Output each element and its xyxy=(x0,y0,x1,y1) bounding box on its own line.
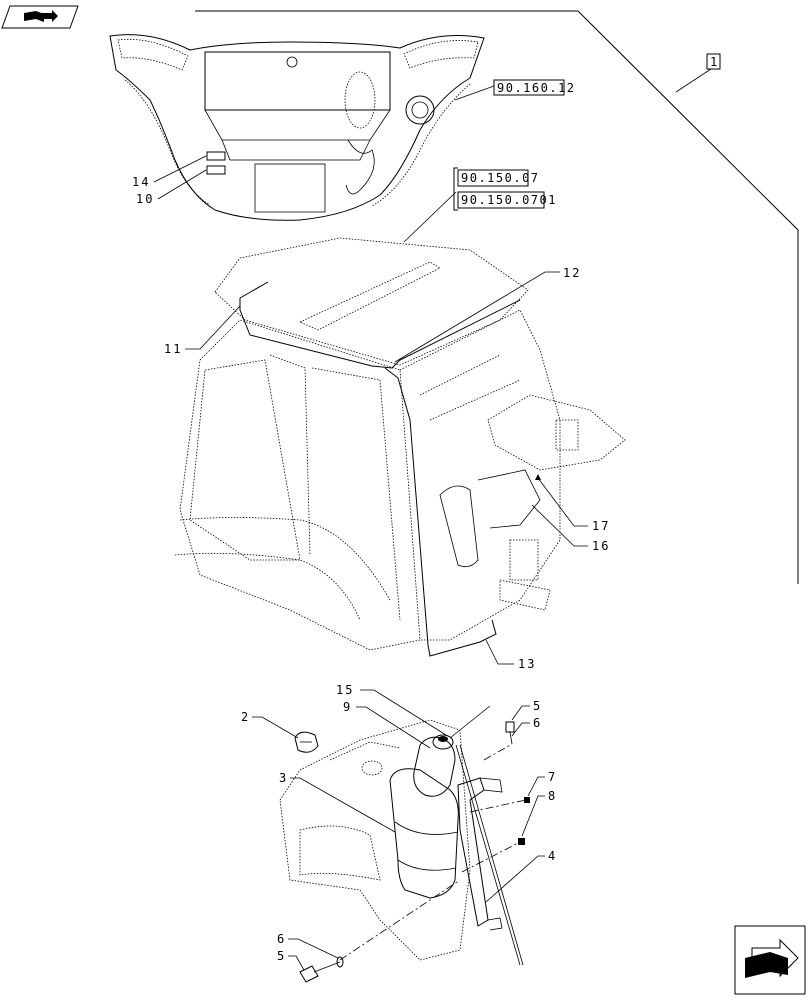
cab-assembly xyxy=(174,237,626,657)
callout-10[interactable]: 10 xyxy=(136,169,207,206)
callout-15[interactable]: 15 xyxy=(336,683,447,736)
svg-text:90.160.12: 90.160.12 xyxy=(497,81,576,95)
callout-2[interactable]: 2 xyxy=(241,710,299,739)
callout-12[interactable]: 12 xyxy=(394,266,581,363)
leader-1 xyxy=(195,10,799,584)
svg-text:1: 1 xyxy=(710,55,719,69)
svg-text:2: 2 xyxy=(241,710,250,724)
ref-dashboard[interactable]: 90.160.12 xyxy=(454,79,576,101)
svg-text:11: 11 xyxy=(164,342,182,356)
callout-1[interactable]: 1 xyxy=(706,53,721,70)
svg-text:5: 5 xyxy=(533,699,542,713)
callout-9[interactable]: 9 xyxy=(343,700,431,749)
callout-13[interactable]: 13 xyxy=(485,639,536,671)
svg-text:17: 17 xyxy=(592,519,610,533)
svg-text:6: 6 xyxy=(533,716,542,730)
callout-6-top[interactable]: 6 xyxy=(511,716,542,737)
book-arrow-icon[interactable] xyxy=(1,5,79,29)
svg-text:10: 10 xyxy=(136,192,154,206)
svg-text:15: 15 xyxy=(336,683,354,697)
callout-4[interactable]: 4 xyxy=(485,849,557,903)
svg-text:14: 14 xyxy=(132,175,150,189)
svg-text:90.150.0701: 90.150.0701 xyxy=(461,193,557,207)
callout-7[interactable]: 7 xyxy=(527,770,557,797)
callout-17[interactable]: 17 xyxy=(535,474,610,533)
svg-text:7: 7 xyxy=(548,770,557,784)
callout-6-bottom[interactable]: 6 xyxy=(277,932,339,959)
svg-text:9: 9 xyxy=(343,700,352,714)
next-page-arrow-icon[interactable] xyxy=(734,925,806,995)
svg-text:13: 13 xyxy=(518,657,536,671)
svg-text:5: 5 xyxy=(277,949,286,963)
dashboard-console xyxy=(109,34,485,221)
callout-3[interactable]: 3 xyxy=(279,771,396,833)
mount-detail xyxy=(279,705,530,983)
svg-text:12: 12 xyxy=(563,266,581,280)
callout-8[interactable]: 8 xyxy=(521,789,557,837)
svg-text:8: 8 xyxy=(548,789,557,803)
callout-16[interactable]: 16 xyxy=(531,504,610,553)
svg-text:3: 3 xyxy=(279,771,288,785)
callout-14[interactable]: 14 xyxy=(132,155,207,189)
svg-text:4: 4 xyxy=(548,849,557,863)
svg-text:6: 6 xyxy=(277,932,286,946)
ref-cab[interactable]: 90.150.07 90.150.0701 xyxy=(403,167,557,243)
callout-5-top[interactable]: 5 xyxy=(511,699,542,721)
callout-5-bottom[interactable]: 5 xyxy=(277,949,305,971)
callout-11[interactable]: 11 xyxy=(164,305,241,356)
svg-text:90.150.07: 90.150.07 xyxy=(461,171,540,185)
svg-text:16: 16 xyxy=(592,539,610,553)
